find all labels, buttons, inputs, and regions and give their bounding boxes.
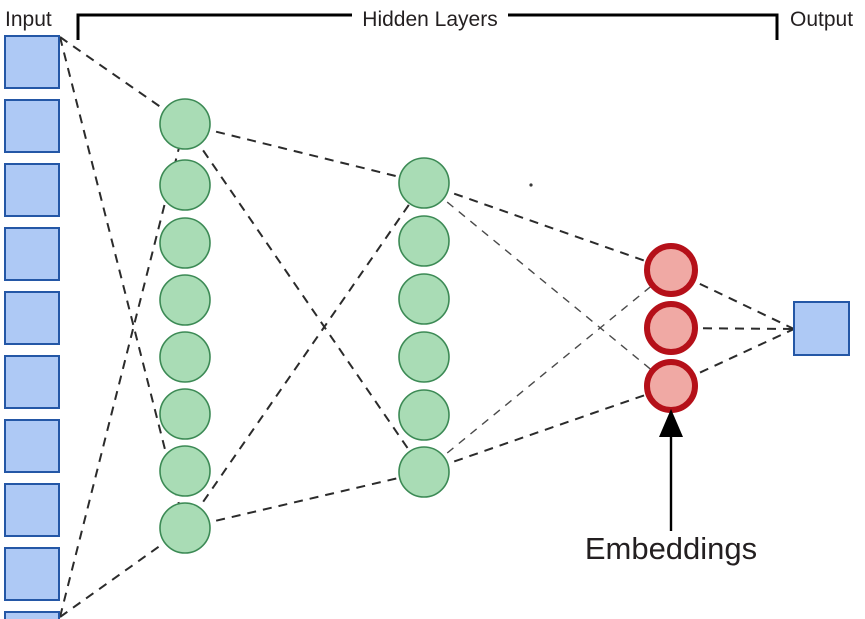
input-node [4,483,60,537]
hidden-layers-label: Hidden Layers [362,8,497,31]
output-layer [793,301,850,356]
edges-hidden1-to-hidden2 [184,123,425,529]
embeddings-label: Embeddings [585,531,757,566]
input-node [4,35,60,89]
input-node [4,291,60,345]
hidden-node [398,273,450,325]
edge-h1-last-to-h2-last [184,471,425,529]
output-node [793,301,850,356]
brace-left-segment [76,13,352,40]
hidden-node [398,389,450,441]
hidden-node [159,98,211,150]
hidden-node [159,445,211,497]
hidden-node [159,388,211,440]
input-node [4,547,60,601]
input-node [4,419,60,473]
hidden-node [398,446,450,498]
edge-in-bottom-to-h1-first [59,123,186,618]
hidden-node [159,331,211,383]
hidden-node [398,331,450,383]
edge-h1-first-to-h2-last [184,123,425,473]
hidden-node [398,215,450,267]
edge-h2-last-to-embed-last [423,385,672,473]
hidden-node [159,159,211,211]
input-node [4,163,60,217]
edge-h1-last-to-h2-first [184,182,425,529]
edge-h2-first-to-embed-first [423,182,672,271]
input-node [4,355,60,409]
embeddings-callout-arrow [659,409,683,531]
hidden-node [398,157,450,209]
edge-h2-last-to-embed-first [423,269,672,473]
input-node [4,227,60,281]
input-node [4,611,60,619]
edges-hidden2-to-embeddings [423,182,672,473]
input-node [4,99,60,153]
hidden-node [159,502,211,554]
embedding-node [644,359,698,413]
arrow-head [659,409,683,437]
brace-right-segment [508,13,779,40]
hidden-layer-1 [159,98,211,554]
edge-h2-first-to-embed-last [423,182,672,387]
stray-dot-artifact [529,183,533,187]
edges-input-to-hidden1 [59,36,186,618]
input-label: Input [5,8,52,31]
hidden-layer-2 [398,157,450,498]
edge-in-top-to-h1-last [59,36,186,529]
embedding-node [644,243,698,297]
embedding-node [644,301,698,355]
hidden-layers-brace [76,13,779,40]
output-label: Output [790,8,853,31]
edge-h1-first-to-h2-first [184,123,425,184]
hidden-node [159,217,211,269]
embedding-layer [644,243,698,413]
hidden-node [159,274,211,326]
input-layer [4,35,60,619]
